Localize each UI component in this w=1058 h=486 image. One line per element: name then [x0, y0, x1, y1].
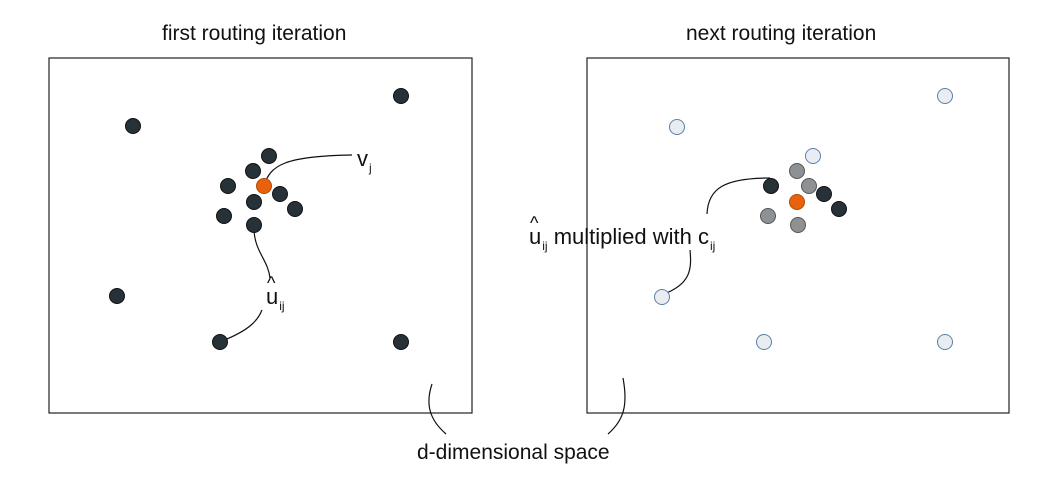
u-hat-ij-label: uij [266, 273, 285, 313]
panel1-dark-point [246, 194, 262, 210]
panel1-dark-point [109, 288, 125, 304]
v-base: v [357, 146, 368, 171]
panel2-gray-point [790, 217, 806, 233]
panel2-light-point [805, 148, 821, 164]
panel1-dark-point [287, 201, 303, 217]
mult-u-sub: ij [542, 239, 548, 253]
panel1-dark-point [261, 148, 277, 164]
panel2-dark-point [831, 201, 847, 217]
panel2-light-point [937, 334, 953, 350]
u-sub: ij [279, 299, 285, 313]
v-connector [263, 154, 353, 187]
panel1-dark-point [272, 186, 288, 202]
mult-c-sub: ij [709, 239, 716, 253]
mult-connector-upper [706, 177, 771, 215]
points-layer [109, 88, 953, 350]
panel2-gray-point [801, 178, 817, 194]
v-j-label: vj [357, 146, 372, 175]
panel2-gray-point [760, 208, 776, 224]
v-sub: j [369, 161, 372, 175]
space-connector-left [428, 383, 447, 435]
panel-next-title: next routing iteration [686, 22, 877, 45]
panel1-dark-point [212, 334, 228, 350]
panel1-dark-point [220, 178, 236, 194]
panel1-dark-point [393, 88, 409, 104]
panel1-dark-point [246, 217, 262, 233]
u-hat-connector-upper [253, 229, 271, 279]
d-dimensional-space-label: d-dimensional space [417, 441, 610, 464]
panel2-gray-point [789, 163, 805, 179]
panel1-dark-point [216, 208, 232, 224]
panel2-dark-point [763, 178, 779, 194]
panel-next-frame [586, 57, 1010, 414]
multiplied-label: uij multiplied with cij [529, 213, 716, 253]
mult-text: multiplied with c [547, 224, 709, 249]
mult-connector-lower [663, 249, 692, 295]
panel-first-title: first routing iteration [162, 22, 347, 45]
panel2-light-point [937, 88, 953, 104]
mult-u-base: u [529, 213, 541, 250]
panel2-light-point [669, 119, 685, 135]
panel1-orange-point [256, 178, 272, 194]
u-hat-connector-lower [221, 309, 263, 342]
panel2-light-point [654, 289, 670, 305]
panel-first-frame [48, 57, 473, 414]
panel2-dark-point [816, 186, 832, 202]
panel1-dark-point [393, 334, 409, 350]
panel2-light-point [756, 334, 772, 350]
panel1-dark-point [125, 118, 141, 134]
panel1-dark-point [245, 163, 261, 179]
space-connector-right [607, 377, 626, 435]
panel2-orange-point [789, 194, 805, 210]
u-base: u [266, 273, 278, 310]
